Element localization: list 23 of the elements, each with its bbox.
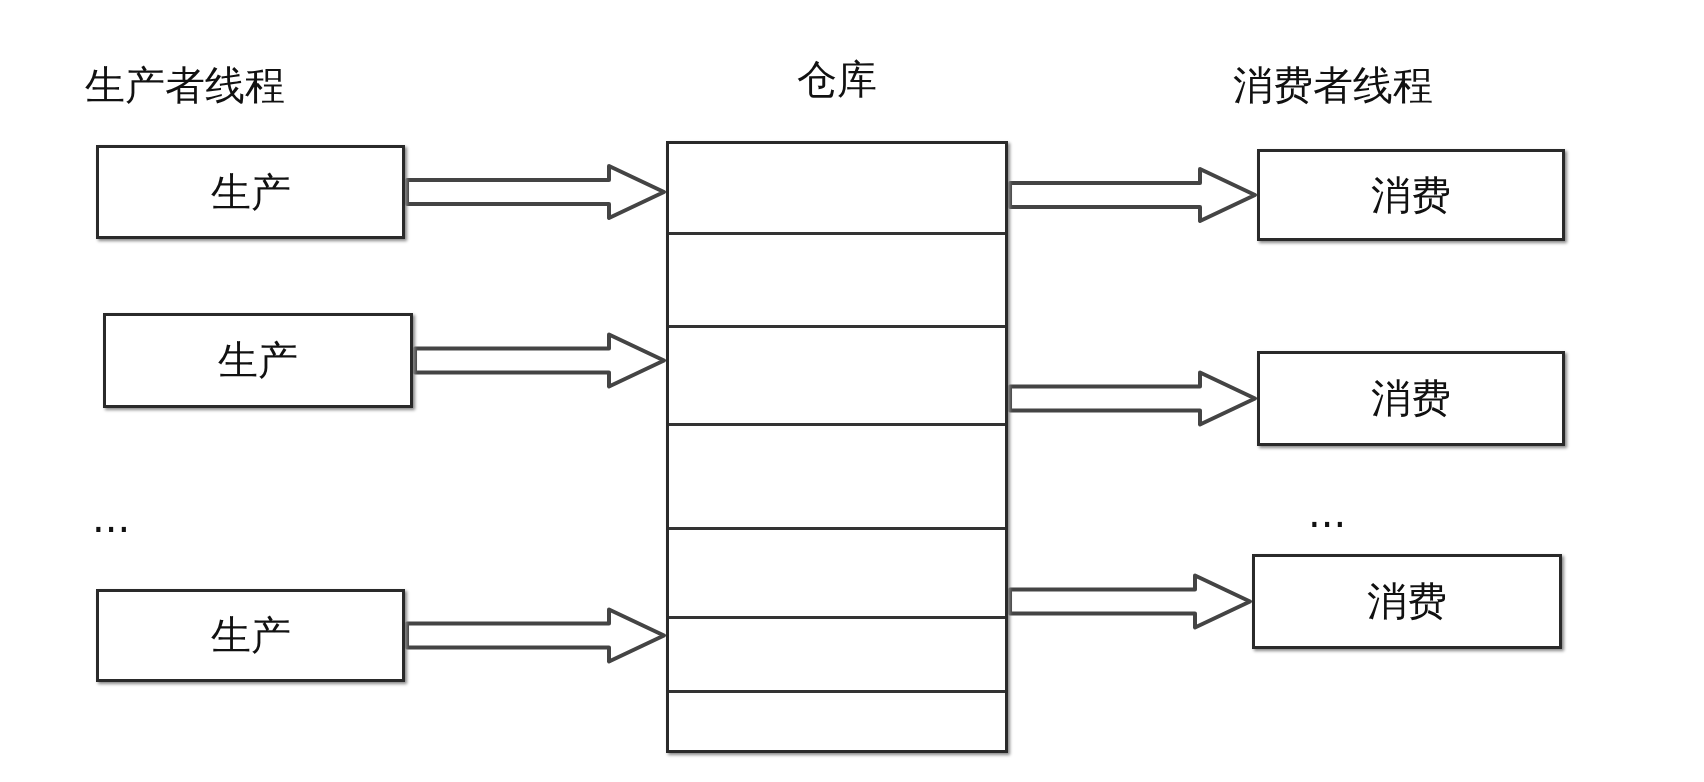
thread-box [1257, 149, 1565, 241]
thread-box [103, 313, 413, 408]
ellipsis: ... [92, 495, 131, 541]
block-arrow [405, 607, 666, 664]
thread-box [1252, 554, 1562, 649]
column-title: 生产者线程 [85, 61, 285, 110]
box-label: 消费 [1371, 170, 1451, 220]
block-arrow [413, 332, 666, 389]
warehouse-title: 仓库 [796, 55, 878, 104]
box-label: 消费 [1371, 374, 1451, 423]
thread-box [1257, 351, 1565, 446]
thread-box [96, 145, 405, 239]
block-arrow [1008, 573, 1252, 630]
column-title: 消费者线程 [1233, 61, 1433, 110]
box-label: 消费 [1367, 577, 1447, 626]
block-arrow [1008, 370, 1257, 427]
box-label: 生产 [210, 167, 291, 217]
box-label: 生产 [210, 611, 291, 660]
block-arrow [405, 164, 666, 220]
block-arrow [1008, 167, 1257, 223]
ellipsis: ... [1308, 490, 1347, 536]
thread-box [96, 589, 405, 682]
box-label: 生产 [218, 336, 298, 385]
